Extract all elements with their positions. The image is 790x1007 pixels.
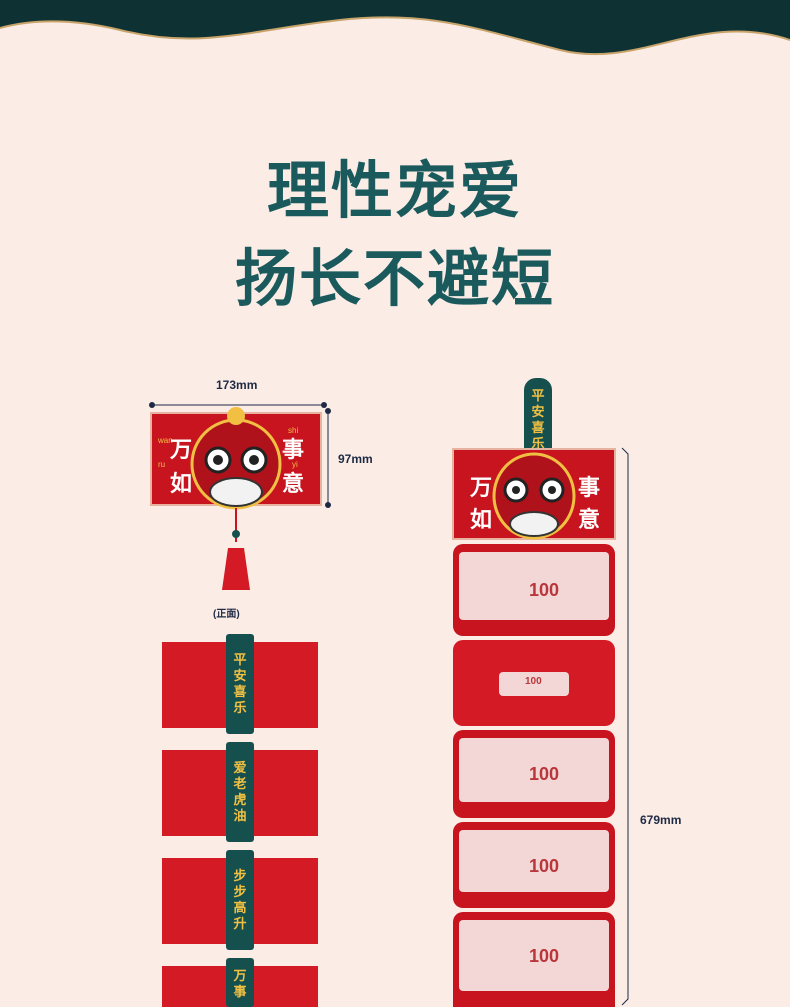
length-bracket	[621, 447, 629, 1006]
height-dimension: 97mm	[338, 452, 373, 466]
banknote-folded: 100	[499, 672, 569, 696]
lion-head-icon	[190, 407, 282, 510]
pinyin-shi: shi	[288, 426, 299, 435]
banknote-value: 100	[529, 764, 560, 784]
note-pocket-5: 100	[453, 912, 615, 1007]
card-char-shi: 事	[282, 437, 305, 462]
banknote-1: 100	[459, 552, 609, 620]
band-char: 步	[233, 868, 247, 883]
tag-char: 喜	[531, 420, 545, 435]
banknote-3: 100	[459, 738, 609, 802]
band-char: 爱	[233, 760, 247, 775]
front-label: (正面)	[213, 609, 240, 620]
band-1: 平 安 喜 乐	[226, 634, 254, 734]
card-char-wan: 万	[170, 437, 193, 462]
strip-char-yi: 意	[578, 507, 601, 532]
band-char: 油	[233, 808, 247, 823]
length-dimension: 679mm	[640, 813, 682, 827]
note-pocket-1: 100	[453, 544, 615, 636]
note-pocket-4: 100	[453, 822, 615, 908]
note-pocket-3: 100	[453, 730, 615, 818]
banknote-4: 100	[459, 830, 609, 892]
banknote-value: 100	[525, 676, 542, 687]
pinyin-wan: wan	[158, 436, 173, 445]
band-char: 万	[233, 968, 247, 983]
banknote-value: 100	[529, 856, 560, 876]
band-char: 平	[233, 652, 247, 667]
pinyin-ru: ru	[158, 460, 166, 469]
width-dimension: 173mm	[216, 378, 258, 392]
tag-char: 平	[531, 388, 545, 403]
band-char: 事	[233, 984, 247, 999]
banknote-value: 100	[529, 946, 560, 966]
pinyin-yi: yi	[292, 460, 298, 469]
strip-char-ru: 如	[470, 507, 493, 532]
card-char-ru: 如	[170, 471, 193, 496]
strip-lion-head-icon	[492, 452, 576, 540]
tag-char: 乐	[531, 436, 545, 451]
card-char-yi: 意	[282, 471, 305, 496]
band-char: 乐	[233, 700, 247, 715]
tassel-icon	[222, 508, 250, 590]
headline-line1: 理性宠爱	[266, 154, 523, 227]
band-char: 老	[233, 776, 247, 791]
band-4: 万 事	[226, 958, 254, 1007]
dimension-lines	[149, 402, 331, 508]
band-char: 喜	[233, 684, 247, 699]
band-3: 步 步 高 升	[226, 850, 254, 950]
strip-char-shi: 事	[578, 475, 601, 500]
band-char: 安	[233, 668, 247, 683]
band-char: 高	[233, 900, 247, 915]
band-char: 升	[233, 916, 247, 931]
band-char: 步	[233, 884, 247, 899]
band-2: 爱 老 虎 油	[226, 742, 254, 842]
top-wave-banner	[0, 0, 790, 56]
banknote-5: 100	[459, 920, 609, 991]
strip-char-wan: 万	[470, 475, 493, 500]
tag-char: 安	[531, 404, 545, 419]
note-pocket-2: 100	[453, 640, 615, 726]
banknote-value: 100	[529, 580, 560, 600]
band-char: 虎	[233, 792, 247, 807]
headline-line2: 扬长不避短	[234, 242, 555, 315]
